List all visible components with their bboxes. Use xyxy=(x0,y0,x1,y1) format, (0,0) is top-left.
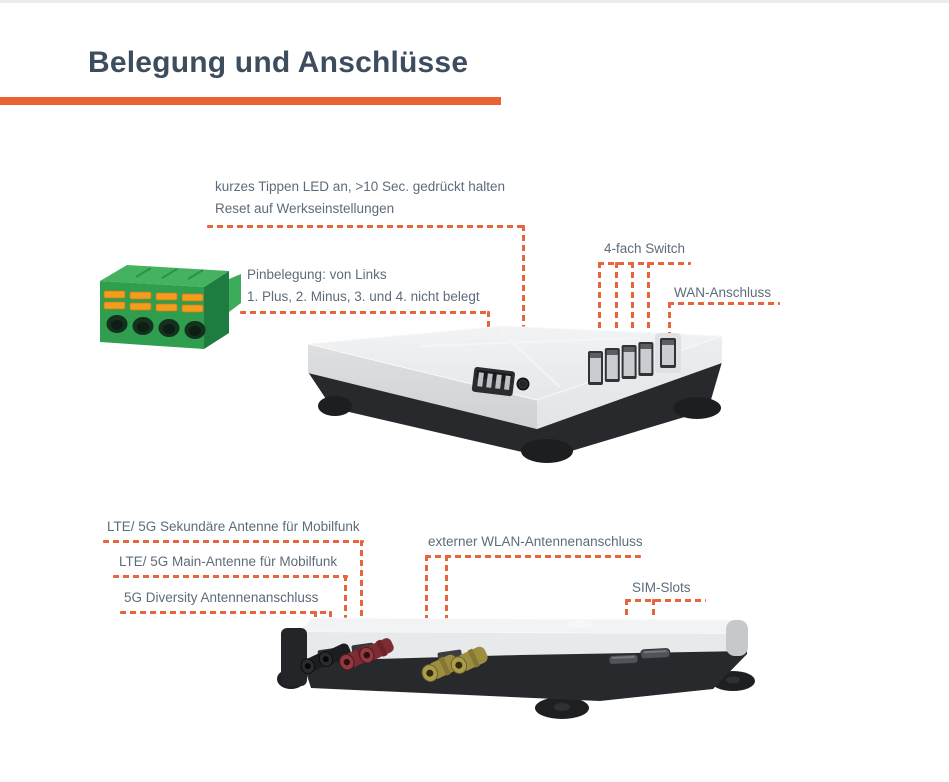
switch-ports xyxy=(588,342,654,385)
router-bottom-view-image xyxy=(277,617,755,719)
page-title: Belegung und Anschlüsse xyxy=(88,46,469,79)
secondary-antenna-label: LTE/ 5G Sekundäre Antenne für Mobilfunk xyxy=(107,519,360,534)
wlan-antenna-connector-1 xyxy=(421,654,459,682)
ethernet-port-1 xyxy=(588,351,603,385)
pin-assignment-label-line1: Pinbelegung: von Links xyxy=(247,267,387,282)
page-top-edge xyxy=(0,0,949,3)
reset-callout-line-h xyxy=(207,225,525,228)
main-antenna-callout-line-h xyxy=(113,575,348,578)
diversity-antenna-connector-2 xyxy=(318,643,351,667)
reset-button xyxy=(516,377,530,391)
wlan-antenna-connector-2 xyxy=(450,646,488,674)
wlan-callout-line-h xyxy=(425,555,641,558)
switch-callout-line-h xyxy=(598,262,691,265)
router-top-view-image xyxy=(307,325,723,463)
reset-callout-line-v xyxy=(522,225,525,380)
terminal-holes xyxy=(106,315,206,339)
diversity-callout-line-h xyxy=(120,611,332,614)
sim-callout-line-h xyxy=(625,599,706,602)
sim-slots xyxy=(608,648,671,665)
reset-label-line1: kurzes Tippen LED an, >10 Sec. gedrückt … xyxy=(215,179,506,194)
pin-assignment-label: Pinbelegung: von Links 1. Plus, 2. Minus… xyxy=(247,264,480,308)
reset-label-line2: Reset auf Werkseinstellungen xyxy=(215,201,395,216)
wan-callout-line-h xyxy=(668,302,780,305)
wlan-antenna-label: externer WLAN-Antennenanschluss xyxy=(428,534,643,549)
ethernet-port-3 xyxy=(621,345,637,379)
ethernet-port-4 xyxy=(638,342,654,376)
switch-callout-line-v3 xyxy=(631,262,634,349)
pin-callout-line-h xyxy=(240,311,490,314)
switch-callout-line-v4 xyxy=(647,262,650,346)
wan-label: WAN-Anschluss xyxy=(674,285,772,300)
wan-callout-line-v xyxy=(668,302,671,346)
sim-slots-label: SIM-Slots xyxy=(632,580,691,595)
secondary-antenna-connector xyxy=(359,638,394,664)
main-antenna-callout-line-v xyxy=(344,575,347,650)
secondary-antenna-callout-line-v xyxy=(360,540,363,648)
switch-label: 4-fach Switch xyxy=(604,241,686,256)
pin-assignment-label-line2: 1. Plus, 2. Minus, 3. und 4. nicht beleg… xyxy=(247,289,480,304)
wlan-callout-line-v1 xyxy=(425,555,428,654)
wan-port xyxy=(655,333,681,373)
switch-callout-line-v1 xyxy=(598,262,601,353)
secondary-antenna-callout-line-h xyxy=(103,540,364,543)
diversity-antenna-label: 5G Diversity Antennenanschluss xyxy=(124,590,319,605)
ethernet-port-2 xyxy=(604,348,620,382)
terminal-clips xyxy=(103,290,204,313)
power-terminal-socket xyxy=(471,366,515,397)
switch-callout-line-v2 xyxy=(615,262,618,351)
wlan-callout-line-v2 xyxy=(445,555,448,656)
reset-label: kurzes Tippen LED an, >10 Sec. gedrückt … xyxy=(215,176,505,220)
terminal-connector-image xyxy=(100,265,241,349)
title-accent-bar xyxy=(0,97,501,105)
main-antenna-label: LTE/ 5G Main-Antenne für Mobilfunk xyxy=(119,554,338,569)
